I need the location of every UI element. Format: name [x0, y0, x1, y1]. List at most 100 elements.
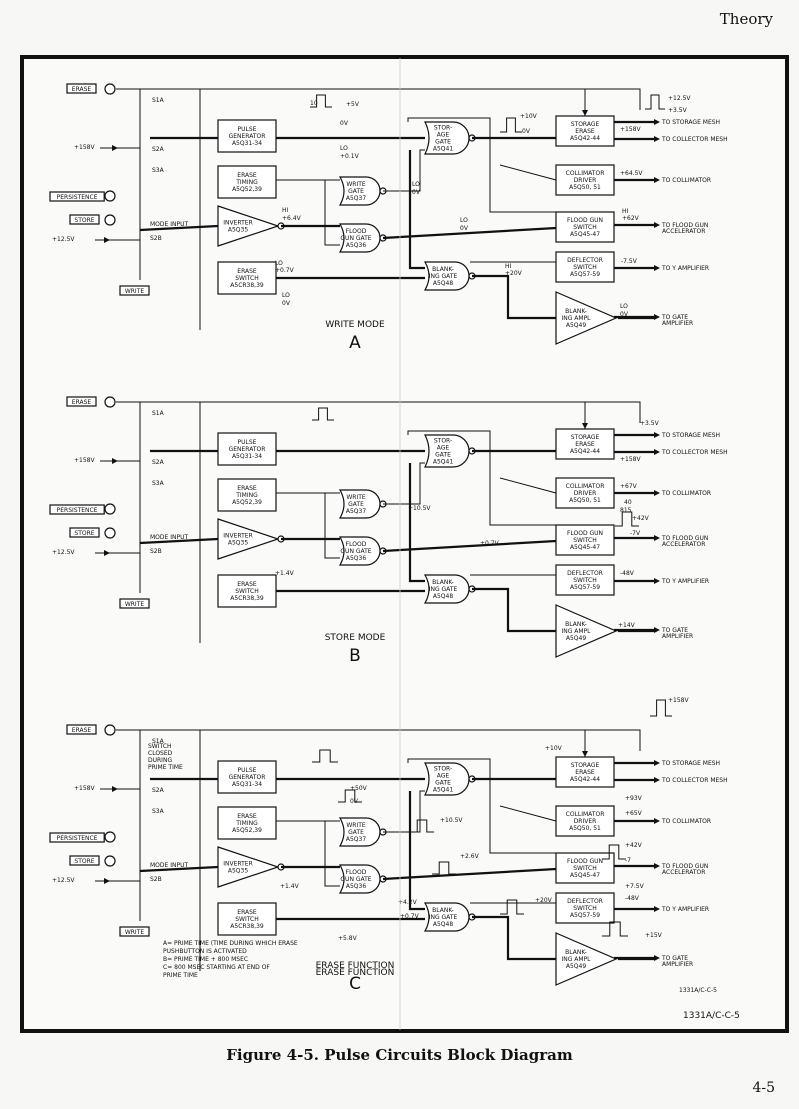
- flood-gun-switch-block: [555, 852, 615, 884]
- write-gate-block: [338, 176, 381, 206]
- section-letter: B: [349, 646, 361, 666]
- mode-input-label: MODE INPUT: [150, 221, 188, 228]
- storage-gate-block-label: AGE: [437, 773, 450, 780]
- blanking-gate-block: [423, 261, 470, 291]
- output-label-1: TO COLLECTOR MESH: [661, 136, 728, 143]
- erase-switch-block: [217, 261, 277, 295]
- blanking-ampl-block-label: ING AMPL: [561, 628, 591, 635]
- level-c-15: -48V: [625, 895, 640, 902]
- flood-ctrl: [407, 117, 556, 213]
- supply-12-5v: +12.5V: [52, 236, 75, 243]
- storage-erase-arrow: [582, 110, 588, 116]
- deflector-switch-block-label: SWITCH: [573, 264, 597, 271]
- pulse-c-5: [500, 899, 524, 915]
- storage-gate-block-label: A5Q41: [433, 459, 453, 466]
- output-arrow: [654, 777, 660, 783]
- collimator-driver-block-label: A5Q50, 51: [569, 825, 601, 832]
- switch-s2b: S2B: [150, 876, 162, 883]
- level-a-24: +12.5V: [668, 95, 691, 102]
- pulse-generator-block-label: PULSE: [238, 767, 257, 774]
- erase-timing-block-label: TIMING: [235, 179, 258, 186]
- erase-switch-block: [217, 902, 277, 936]
- collimator-driver-block-label: A5Q50, 51: [569, 184, 601, 191]
- level-a-20: HI: [622, 208, 629, 215]
- output-arrow: [654, 627, 660, 633]
- switch-s2b: S2B: [150, 235, 162, 242]
- store-button-circle: [104, 214, 116, 226]
- output-label-4: TO Y AMPLIFIER: [661, 265, 709, 272]
- switch-s1a: S1A: [152, 410, 165, 417]
- switch-s3a: S3A: [152, 808, 165, 815]
- prime-time-note: CLOSED: [148, 750, 173, 757]
- level-b-6: -48V: [620, 570, 635, 577]
- flood-gun-switch-block-label: FLOOD GUN: [567, 858, 603, 865]
- storage-gate-block-label: GATE: [435, 452, 451, 459]
- output-label-0: TO STORAGE MESH: [661, 432, 720, 439]
- flood-gun-switch-block-label: SWITCH: [573, 224, 597, 231]
- output-label-3: TO FLOOD GUN: [661, 863, 708, 870]
- level-c-6: +5.8V: [338, 935, 358, 942]
- pulse-generator-block-label: PULSE: [238, 126, 257, 133]
- output-label-1: TO COLLECTOR MESH: [661, 777, 728, 784]
- inverter-block-label: INVERTER: [223, 533, 253, 540]
- collimator-driver-block-label: DRIVER: [574, 490, 597, 497]
- collimator-driver-block-label: DRIVER: [574, 177, 597, 184]
- level-a-26: LO: [620, 303, 628, 310]
- switch-s3a: S3A: [152, 480, 165, 487]
- write-gate-block-label: A5Q37: [346, 195, 366, 202]
- inverter-block-label: A5Q35: [228, 540, 248, 547]
- level-c-11: +65V: [625, 810, 643, 817]
- figure-caption: Figure 4-5. Pulse Circuits Block Diagram: [226, 1046, 573, 1064]
- erase-switch-block-label: SWITCH: [235, 275, 259, 282]
- write-gate-block-label: WRITE: [346, 181, 366, 188]
- page-number: 4-5: [752, 1080, 775, 1096]
- output-label-accel: ACCELERATOR: [662, 228, 705, 235]
- level-b-10: 40: [624, 499, 632, 506]
- level-a-0: 10: [310, 100, 318, 107]
- switch-s1a: S1A: [152, 97, 165, 104]
- level-a-11: LO: [275, 260, 283, 267]
- storage-erase-block: [555, 428, 615, 460]
- write-switch-button: [119, 285, 150, 296]
- output-arrow: [654, 535, 660, 541]
- deflector-switch-block-label: A5Q57-59: [570, 271, 600, 278]
- level-b-0: +10.5V: [408, 505, 431, 512]
- write-flood-link: [324, 493, 340, 559]
- pulse-generator-block: [217, 119, 277, 153]
- level-c-4: +4.2V: [398, 899, 418, 906]
- section-title: STORE MODE: [325, 633, 386, 643]
- level-a-1: +5V: [346, 101, 360, 108]
- write-gate-block-label: GATE: [348, 188, 364, 195]
- storage-gate-block-label: A5Q41: [433, 146, 453, 153]
- write-gate-block: [338, 489, 381, 519]
- output-label-amplifier: AMPLIFIER: [662, 961, 693, 968]
- flood-gun-switch-block-label: FLOOD GUN: [567, 217, 603, 224]
- flood-gun-switch-block-label: SWITCH: [573, 865, 597, 872]
- output-arrow: [654, 490, 660, 496]
- blank-to-amp: [472, 274, 556, 320]
- write-to-storage: [383, 790, 425, 833]
- erase-switch-block-label: ERASE: [237, 581, 257, 588]
- blanking-ampl-block-label: BLANK-: [565, 621, 587, 628]
- erase-button-circle: [104, 83, 116, 95]
- level-a-14: 0V: [282, 300, 291, 307]
- erase-switch-block-label: ERASE: [237, 909, 257, 916]
- output-arrow: [654, 906, 660, 912]
- blanking-gate-block-label: BLANK-: [432, 579, 454, 586]
- flood-to-switch: [382, 539, 557, 553]
- store-switch-button-label: STORE: [74, 217, 94, 224]
- gate-link: [408, 791, 425, 911]
- pulse-generator-block-label: A5Q31-34: [232, 453, 262, 460]
- storage-gate-block-label: GATE: [435, 780, 451, 787]
- persistence-switch-button-label: PERSISTENCE: [57, 194, 98, 201]
- level-a-8: 0V: [412, 189, 421, 196]
- blank-to-amp: [472, 587, 556, 633]
- mode-input-wire: [139, 537, 219, 545]
- erase-switch-block-label: A5CR38,39: [230, 595, 264, 602]
- level-b-8: +3.5V: [640, 420, 660, 427]
- top-bus: [200, 401, 641, 423]
- output-label-accel: ACCELERATOR: [662, 869, 705, 876]
- pulse-generator-block-label: GENERATOR: [229, 133, 266, 140]
- pulse-c-2: [338, 789, 362, 803]
